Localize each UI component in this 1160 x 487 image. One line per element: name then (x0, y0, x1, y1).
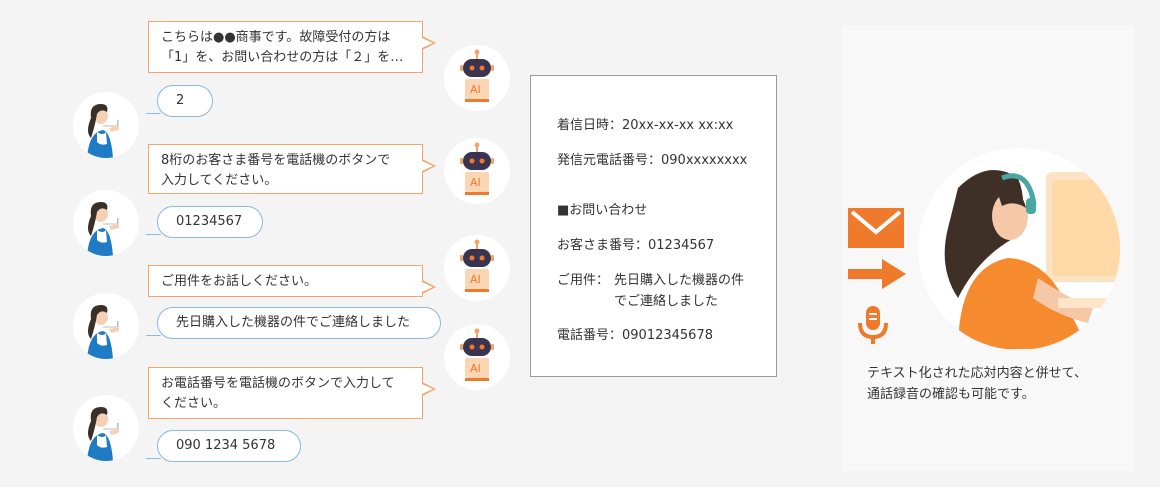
ai-bubble-4-line-1: お電話番号を電話機のボタンで入力して (161, 376, 395, 391)
received-datetime: 着信日時：20xx-xx-xx xx:xx (557, 118, 734, 133)
ai-bubble-2-line-2: 入力してください。 (161, 173, 278, 188)
user-bubble-2-text: 01234567 (176, 214, 243, 229)
ai-bubble-3: ご用件をお話しください。 (148, 265, 436, 297)
user-bubble-4-text: 090 1234 5678 (176, 438, 276, 453)
subject-line-1: 先日購入した機器の件 (614, 273, 745, 288)
customer-number: お客さま番号：01234567 (557, 238, 715, 253)
conversation-area: こちらは●●商事です。故障受付の方は 「1」を、お問い合わせの方は「２」を… 2… (0, 0, 520, 487)
inquiry-section-title: ■お問い合わせ (557, 203, 648, 218)
robot-label: AI (470, 362, 481, 375)
ai-bubble-4-line-2: ください。 (161, 396, 227, 411)
arrow-right-icon (848, 258, 906, 294)
ai-bubble-1: こちらは●●商事です。故障受付の方は 「1」を、お問い合わせの方は「２」を… (148, 21, 436, 73)
subject-label: ご用件： (557, 273, 610, 288)
ai-bubble-1-line-1: こちらは●●商事です。故障受付の方は (161, 30, 391, 45)
robot-avatar-icon: AI (444, 45, 510, 111)
woman-avatar-icon (73, 293, 139, 359)
transcript-record-card: 着信日時：20xx-xx-xx xx:xx 発信元電話番号：090xxxxxxx… (530, 75, 777, 377)
user-bubble-1: 2 (157, 85, 213, 117)
ai-bubble-2: 8桁のお客さま番号を電話機のボタンで 入力してください。 (148, 144, 436, 194)
ai-bubble-2-line-1: 8桁のお客さま番号を電話機のボタンで (161, 153, 391, 168)
robot-label: AI (470, 83, 481, 96)
user-bubble-2: 01234567 (157, 206, 263, 238)
summary-panel: テキスト化された応対内容と併せて、 通話録音の確認も可能です。 (842, 26, 1134, 471)
ai-bubble-4: お電話番号を電話機のボタンで入力して ください。 (148, 367, 436, 419)
mail-icon (848, 208, 904, 252)
woman-avatar-icon (73, 395, 139, 461)
user-bubble-1-text: 2 (176, 93, 185, 108)
microphone-icon (855, 304, 891, 352)
subject-line-2: でご連絡しました (614, 294, 719, 309)
robot-avatar-icon: AI (444, 324, 510, 390)
operator-illustration (918, 148, 1120, 350)
ai-bubble-3-line-1: ご用件をお話しください。 (161, 274, 318, 289)
caption-line-2: 通話録音の確認も可能です。 (867, 387, 1035, 402)
robot-label: AI (470, 273, 481, 286)
user-bubble-3: 先日購入した機器の件でご連絡しました (157, 307, 441, 339)
ai-bubble-1-line-2: 「1」を、お問い合わせの方は「２」を… (161, 50, 404, 65)
caller-number: 発信元電話番号：090xxxxxxxx (557, 153, 748, 168)
phone-number: 電話番号：09012345678 (557, 328, 713, 343)
caption: テキスト化された応対内容と併せて、 通話録音の確認も可能です。 (867, 363, 1087, 405)
robot-avatar-icon: AI (444, 235, 510, 301)
robot-label: AI (470, 176, 481, 189)
robot-avatar-icon: AI (444, 138, 510, 204)
woman-avatar-icon (73, 190, 139, 256)
caption-line-1: テキスト化された応対内容と併せて、 (867, 366, 1087, 381)
woman-avatar-icon (73, 92, 139, 158)
user-bubble-4: 090 1234 5678 (157, 430, 301, 462)
user-bubble-3-text: 先日購入した機器の件でご連絡しました (176, 315, 411, 330)
